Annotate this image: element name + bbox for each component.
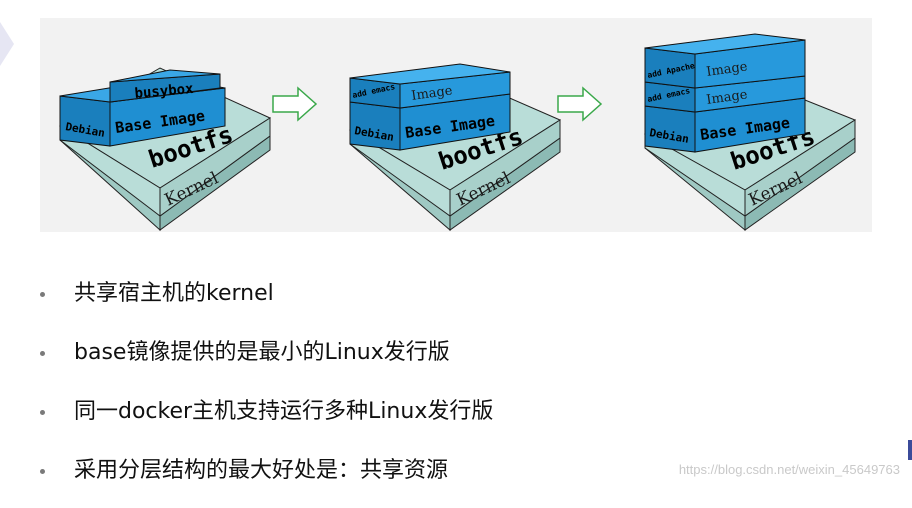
arrow-2 [557, 86, 603, 122]
slide-accent-right [908, 440, 912, 460]
bullet-item: 同一docker主机支持运行多种Linux发行版 [40, 390, 660, 449]
bullet-dot [40, 292, 45, 297]
bullet-list: 共享宿主机的kernel base镜像提供的是最小的Linux发行版 同一doc… [40, 272, 660, 508]
slide-accent-left [0, 22, 14, 66]
bullet-text: 共享宿主机的kernel [74, 281, 274, 306]
bullet-text: base镜像提供的是最小的Linux发行版 [74, 340, 450, 365]
arrow-1 [272, 86, 318, 122]
bullet-dot [40, 469, 45, 474]
bullet-text: 同一docker主机支持运行多种Linux发行版 [74, 399, 494, 424]
image-label: Image [705, 59, 748, 80]
stack-1: Kernel bootfs Debian Base Image busybox [59, 67, 272, 232]
bullet-item: 采用分层结构的最大好处是：共享资源 [40, 449, 660, 508]
bullet-item: 共享宿主机的kernel [40, 272, 660, 331]
image-label: Image [705, 87, 748, 108]
layered-image-diagram: Kernel bootfs Debian Base Image busybox … [40, 18, 872, 232]
stack-3: Kernel bootfs Debian Base Image add emac… [643, 33, 857, 232]
busybox-label: busybox [134, 81, 195, 102]
bullet-dot [40, 351, 45, 356]
bullet-dot [40, 410, 45, 415]
bullet-item: base镜像提供的是最小的Linux发行版 [40, 331, 660, 390]
stack-2: Kernel bootfs Debian Base Image add emac… [349, 63, 562, 232]
busybox-layer [109, 69, 221, 103]
image-label: Image [410, 83, 453, 104]
bullet-text: 采用分层结构的最大好处是：共享资源 [74, 458, 449, 483]
watermark: https://blog.csdn.net/weixin_45649763 [678, 462, 900, 477]
